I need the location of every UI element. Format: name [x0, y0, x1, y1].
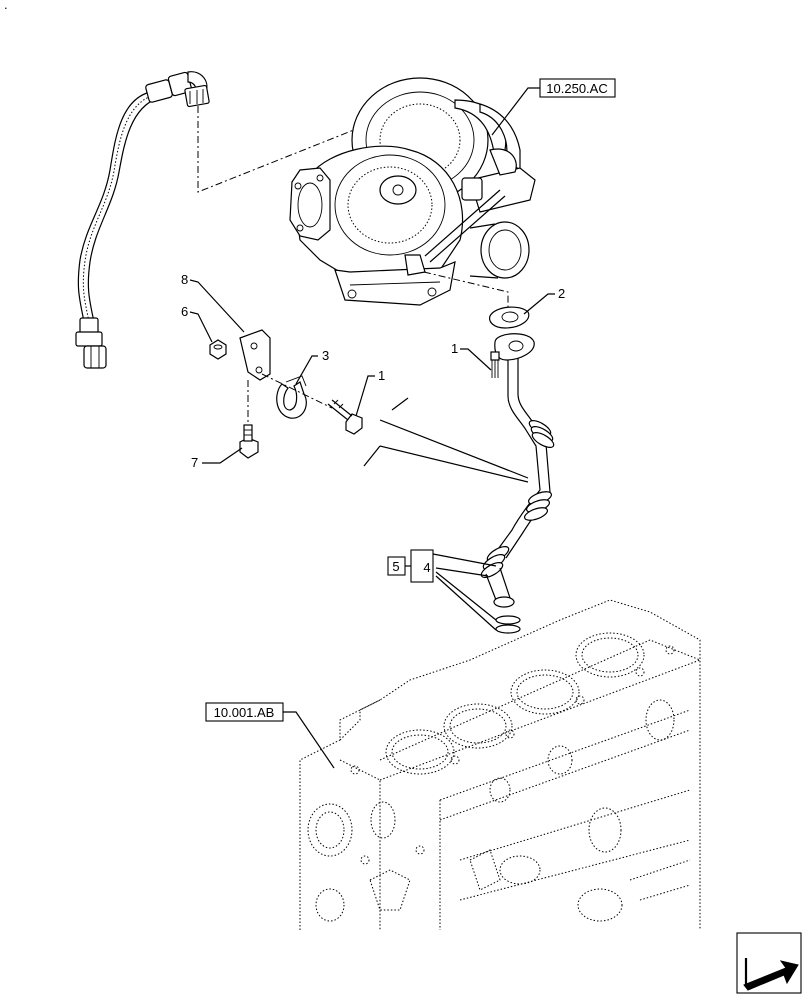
turbo-outlet: [469, 221, 530, 279]
leader-3: [295, 355, 318, 385]
wastegate-actuator: [424, 148, 536, 263]
nut: [209, 339, 227, 360]
arrow-icon: [743, 960, 799, 991]
ref-block-label: 10.001.AB: [214, 705, 275, 720]
leader-1a: [460, 348, 492, 371]
ref-box-block[interactable]: 10.001.AB: [205, 702, 284, 722]
bolt-clip: [327, 399, 363, 435]
callout-2: 2: [558, 286, 565, 301]
pipe-bellows-upper: [528, 420, 555, 448]
corner-mark: .: [4, 0, 8, 12]
leader-1b: [355, 375, 375, 417]
turbocharger: [289, 77, 536, 306]
leader-to-pipe-b: [379, 445, 529, 483]
leader-upper: [391, 397, 409, 411]
bolt-lower: [239, 424, 259, 459]
leader-6: [189, 311, 213, 343]
ref-turbo-label: 10.250.AC: [546, 81, 607, 96]
oil-feed-hose: [75, 71, 210, 369]
leader-to-pipe-a: [379, 419, 529, 479]
leader-5: [432, 553, 497, 567]
leader-lower: [363, 445, 381, 467]
callout-1-upper: 1: [451, 341, 458, 356]
pipe-clip: [276, 375, 307, 419]
callout-5: 5: [392, 559, 399, 574]
ref-box-turbo[interactable]: 10.250.AC: [539, 78, 616, 98]
leader-turbo-ref: [491, 87, 540, 136]
callout-4-box[interactable]: 4: [410, 549, 434, 583]
leader-block-ref: [283, 711, 335, 769]
callout-8: 8: [181, 272, 188, 287]
callout-5-box[interactable]: 5: [387, 556, 406, 576]
oil-return-pipe: [480, 333, 555, 608]
bolt-upper: [490, 351, 500, 378]
hose-alignment-line: [197, 78, 405, 193]
leader-4c: [435, 575, 497, 631]
callout-3: 3: [322, 348, 329, 363]
hose-lower-fitting: [75, 317, 107, 369]
leader-4b: [435, 571, 497, 621]
pipe-bellows-lower: [480, 546, 510, 578]
nav-arrow-icon[interactable]: [736, 932, 802, 994]
callout-6: 6: [181, 304, 188, 319]
leader-2: [523, 293, 555, 315]
pipe-bellows-middle: [523, 491, 553, 521]
leader-7: [202, 447, 243, 464]
callout-4: 4: [423, 560, 430, 575]
callout-7: 7: [191, 455, 198, 470]
o-rings: [495, 615, 521, 634]
bracket: [239, 329, 271, 381]
gasket: [489, 306, 530, 329]
engine-block: [299, 599, 701, 930]
leader-4a: [435, 567, 489, 577]
callout-1-lower: 1: [378, 368, 385, 383]
turbo-gasket-alignment: [423, 271, 509, 310]
bracket-alignment-horizontal: [261, 373, 333, 409]
leader-8: [189, 279, 245, 333]
hose-upper-fitting: [145, 71, 210, 108]
